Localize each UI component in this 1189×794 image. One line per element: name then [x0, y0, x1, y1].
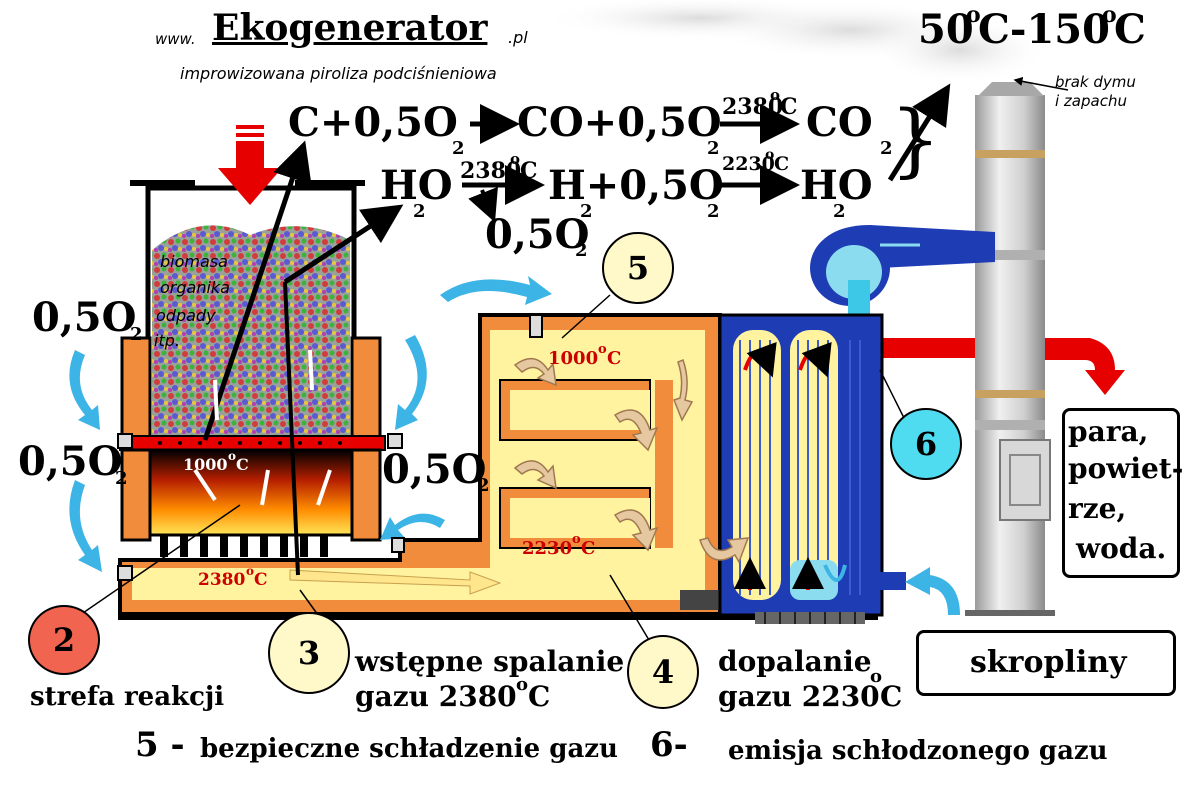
- condensate-box: [916, 630, 1176, 696]
- reaction-arrows: [202, 76, 1069, 576]
- caption-item5-num: 5 -: [135, 725, 185, 765]
- hx-bottom-temp: 2230: [522, 538, 573, 559]
- caption-item6-num: 6-: [650, 725, 688, 765]
- condensate-label: skropliny: [970, 645, 1127, 680]
- eq1-term1: C+0,5O: [288, 99, 458, 146]
- badge-leaders: [79, 294, 906, 646]
- hx-bottom-temp-deg: o: [572, 532, 581, 547]
- temp-range-b: C-150: [978, 6, 1110, 53]
- eq1-temp-deg: o: [770, 86, 781, 104]
- eq2-term2: H+0,5O: [548, 162, 724, 209]
- outlet-line-3: rze,: [1068, 492, 1127, 525]
- caption-preburn-deg: o: [516, 674, 529, 695]
- eq1-term3: CO: [806, 99, 873, 146]
- hx-top-temp-deg: o: [598, 342, 607, 357]
- byproduct-oxygen: 0,5O: [485, 211, 590, 258]
- no-smoke-line2: i zapachu: [1055, 92, 1127, 110]
- eq2-temp: 2380: [460, 158, 522, 184]
- feed-arrow: [218, 125, 282, 205]
- eq2-sub1: 2: [413, 201, 426, 222]
- oxygen-left-top: 0,5O: [32, 294, 137, 341]
- oxygen-left-top-sub: 2: [130, 324, 143, 345]
- oxygen-right: 0,5O: [382, 446, 487, 493]
- fuel-line-4: itp.: [154, 331, 180, 350]
- oxygen-right-sub: 2: [477, 475, 490, 496]
- caption-afterburn-1: dopalanie: [718, 645, 872, 678]
- temp-range-deg2: o: [1102, 2, 1117, 28]
- site-prefix: www.: [155, 30, 196, 48]
- eq1-sub3: 2: [880, 138, 893, 159]
- heat-exchanger: [718, 313, 906, 624]
- eq1-temp: 2380: [722, 94, 784, 120]
- nozzle-temp-deg: o: [246, 564, 255, 578]
- eq1-temp-unit: C: [780, 94, 798, 120]
- fuel-line-2: organika: [160, 278, 230, 297]
- outlet-line-2: powiet-: [1068, 452, 1184, 485]
- badge-5: 5: [602, 232, 674, 304]
- site-name: Ekogenerator: [212, 7, 488, 49]
- badge-2: 2: [28, 605, 100, 675]
- eq2-sub2: 2: [580, 201, 593, 222]
- outlet-line-1: para,: [1068, 415, 1149, 448]
- caption-item5-text: bezpieczne schładzenie gazu: [200, 734, 618, 764]
- caption-preburn-2b: C: [528, 680, 551, 713]
- byproduct-sub: 2: [575, 240, 588, 261]
- temp-range-a: 50: [918, 6, 974, 53]
- nozzle-temp-unit: C: [254, 570, 268, 590]
- caption-afterburn-2a: gazu 2230: [718, 680, 880, 713]
- chimney: [965, 82, 1055, 616]
- fuel-line-3: odpady: [156, 306, 216, 325]
- temp-range-deg1: o: [966, 2, 981, 28]
- no-smoke-line1: brak dymu: [1055, 73, 1136, 91]
- caption-preburn-1: wstępne spalanie: [355, 645, 625, 678]
- nozzle-temp: 2380: [198, 570, 246, 590]
- oxygen-arrows: [69, 276, 960, 615]
- subtitle: improwizowana piroliza podciśnieniowa: [180, 64, 497, 83]
- eq2-term1: HO: [380, 162, 453, 209]
- caption-afterburn-deg: o: [870, 666, 883, 687]
- outlet-arrow: [1045, 338, 1125, 395]
- eq2-temp2-unit: C: [774, 153, 790, 175]
- badge-4: 4: [627, 635, 699, 709]
- eq2-temp-unit: C: [520, 158, 538, 184]
- eq2-sub4: 2: [833, 201, 846, 222]
- outlet-line-4: woda.: [1076, 532, 1167, 565]
- badge-6: 6: [890, 408, 962, 480]
- eq2-temp-deg: o: [510, 150, 521, 168]
- temp-range-c: C: [1114, 6, 1146, 53]
- eq1-sub1: 2: [452, 138, 465, 159]
- grate-temp-deg: o: [228, 449, 237, 463]
- oxygen-left-bottom: 0,5O: [18, 438, 123, 485]
- caption-afterburn-2b: C: [880, 680, 903, 713]
- eq-brace: }: [890, 93, 941, 186]
- oxygen-left-bottom-sub: 2: [115, 468, 128, 489]
- fire-arrows: [193, 349, 332, 506]
- eq2-sub3: 2: [707, 201, 720, 222]
- grate-temp-unit: C: [236, 455, 249, 474]
- eq2-temp2: 2230: [722, 153, 775, 175]
- fuel-line-1: biomasa: [160, 252, 228, 271]
- gas-flow-arrow: [289, 569, 502, 595]
- fittings: [117, 314, 543, 581]
- eq2-term3: HO: [800, 162, 873, 209]
- outlet-box: [1062, 408, 1180, 578]
- hx-bottom-temp-unit: C: [581, 538, 596, 559]
- hx-top-temp: 1000: [548, 348, 599, 369]
- caption-item6-text: emisja schłodzonego gazu: [728, 736, 1108, 766]
- flow-arrows: [513, 357, 750, 564]
- badge-3: 3: [268, 612, 350, 694]
- grate-temp: 1000: [183, 455, 228, 474]
- eq1-term2: CO+0,5O: [517, 99, 722, 146]
- caption-preburn-2a: gazu 2380: [355, 680, 517, 713]
- eq2-temp2-deg: o: [765, 147, 775, 163]
- caption-reaction-zone: strefa reakcji: [30, 682, 225, 712]
- hx-top-temp-unit: C: [607, 348, 622, 369]
- smoke-plume: [540, 0, 1050, 84]
- site-suffix: .pl: [508, 28, 528, 47]
- eq1-sub2: 2: [707, 138, 720, 159]
